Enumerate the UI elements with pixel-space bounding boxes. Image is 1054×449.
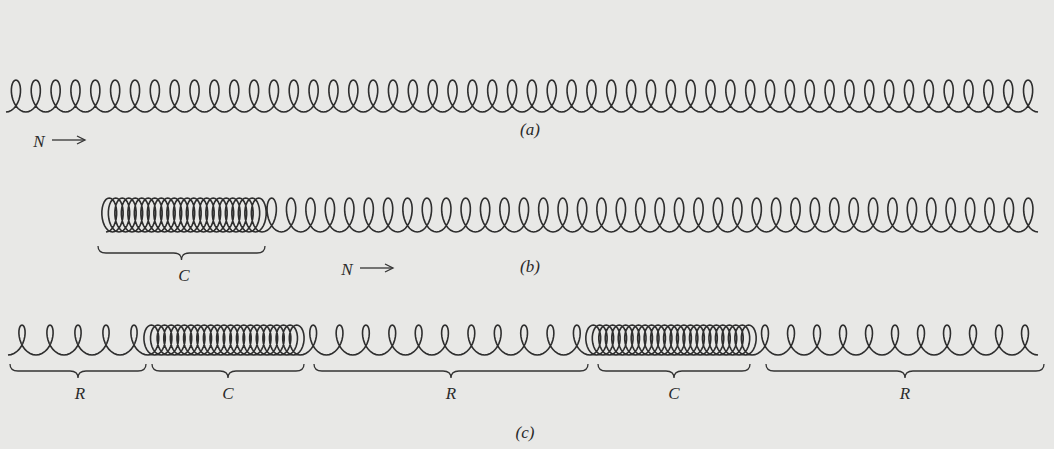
direction-arrow (52, 139, 84, 140)
spring-coil (102, 198, 1038, 232)
arrow-head (385, 264, 393, 272)
spring-coil (8, 325, 1038, 355)
region-label: R (446, 385, 456, 402)
figure-label: (c) (516, 424, 535, 441)
brace (598, 364, 750, 378)
force-label: N (33, 133, 44, 150)
brace (98, 246, 265, 260)
region-label: R (75, 385, 85, 402)
arrow-head (77, 136, 85, 144)
brace (766, 364, 1044, 378)
spring-coil (6, 80, 1038, 112)
brace (152, 364, 304, 378)
region-label: C (222, 385, 233, 402)
region-label: C (178, 267, 189, 284)
region-label: R (900, 385, 910, 402)
figure-label: (a) (520, 121, 540, 138)
brace (314, 364, 588, 378)
figure-label: (b) (520, 258, 540, 275)
direction-arrow (360, 267, 392, 268)
region-label: C (668, 385, 679, 402)
force-label: N (341, 261, 352, 278)
brace (10, 364, 146, 378)
